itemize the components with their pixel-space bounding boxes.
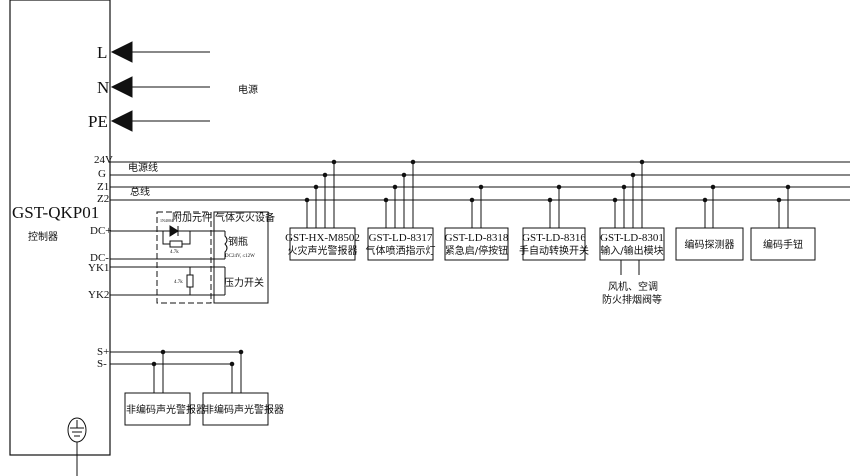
device-box bbox=[289, 227, 356, 261]
junction-dot bbox=[410, 159, 416, 165]
terminal-z2: Z2 bbox=[97, 193, 109, 205]
junction-dot bbox=[785, 184, 791, 190]
terminal-g: G bbox=[98, 168, 106, 180]
bus-device: 编码手钮 bbox=[750, 184, 816, 261]
device-model: GST-LD-8301 bbox=[600, 232, 664, 244]
junction-dot bbox=[547, 197, 553, 203]
module-output-line1: 风机、空调 bbox=[608, 280, 658, 293]
resistor-icon bbox=[186, 274, 194, 288]
resistor2-label: 4.7k bbox=[174, 280, 183, 285]
junction-dot bbox=[322, 172, 328, 178]
terminal-L: L bbox=[97, 43, 107, 62]
valve-label: 钢瓶 bbox=[228, 235, 248, 248]
junction-dot bbox=[478, 184, 484, 190]
device-model: GST-LD-8316 bbox=[522, 232, 586, 244]
device-name: 输入/输出模块 bbox=[600, 244, 663, 257]
terminal-dc-minus: DC- bbox=[90, 252, 109, 264]
ground-icon bbox=[67, 417, 87, 476]
sounder-section: S+ S- 非编码声光警报器 非编码声光警报器 bbox=[97, 346, 284, 426]
terminal-yk1: YK1 bbox=[88, 262, 109, 274]
sounder-name: 非编码声光警报器 bbox=[204, 403, 284, 416]
device-name: 编码探测器 bbox=[685, 238, 735, 251]
junction-dot bbox=[702, 197, 708, 203]
power-line-label: 电源线 bbox=[128, 161, 158, 174]
arrow-icon bbox=[110, 41, 210, 132]
junction-dot bbox=[556, 184, 562, 190]
junction-dot bbox=[392, 184, 398, 190]
terminal-z1: Z1 bbox=[97, 181, 109, 193]
terminal-yk2: YK2 bbox=[88, 289, 109, 301]
terminal-PE: PE bbox=[88, 112, 108, 131]
junction-dot bbox=[383, 197, 389, 203]
extinguisher-section: DC+ DC- YK1 YK2 附加元件 气体灭火设备 1N4004 4.7k … bbox=[88, 211, 275, 304]
device-box bbox=[444, 227, 509, 261]
equipment-box bbox=[213, 211, 269, 304]
diode-icon bbox=[169, 225, 179, 237]
sounder-box bbox=[124, 392, 191, 426]
valve-coil-icon bbox=[224, 231, 228, 259]
controller-model: GST-QKP01 bbox=[12, 203, 99, 222]
junction-dot bbox=[710, 184, 716, 190]
terminal-s-minus: S- bbox=[97, 358, 107, 370]
bus-devices: GST-HX-M8502火灾声光警报器GST-LD-8317气体喷洒指示灯GST… bbox=[285, 159, 816, 261]
terminal-s-plus: S+ bbox=[97, 346, 109, 358]
controller-box bbox=[9, 0, 111, 456]
power-label: 电源 bbox=[238, 83, 258, 96]
device-name: 火灾声光警报器 bbox=[288, 244, 358, 257]
equipment-title: 气体灭火设备 bbox=[215, 211, 275, 224]
device-box bbox=[367, 227, 434, 261]
terminal-24v: 24V bbox=[94, 154, 113, 166]
power-inputs: L N PE 电源 bbox=[88, 41, 258, 132]
junction-dot bbox=[401, 172, 407, 178]
sounder-name: 非编码声光警报器 bbox=[126, 403, 206, 416]
device-name: 紧急启/停按钮 bbox=[445, 244, 508, 257]
valve-spec: DC24V, ≤12W bbox=[225, 254, 255, 259]
controller-name: 控制器 bbox=[28, 230, 58, 243]
resistor-icon bbox=[169, 240, 183, 248]
module-output-line2: 防火排烟阀等 bbox=[602, 293, 662, 306]
terminal-dc-plus: DC+ bbox=[90, 225, 111, 237]
junction-dot bbox=[621, 184, 627, 190]
junction-dot bbox=[630, 172, 636, 178]
junction-dot bbox=[639, 159, 645, 165]
addon-box bbox=[156, 211, 212, 304]
junction-dot bbox=[776, 197, 782, 203]
junction-dot bbox=[331, 159, 337, 165]
device-box bbox=[522, 227, 586, 261]
bus-lines: 24V G Z1 Z2 电源线 总线 bbox=[94, 154, 850, 205]
resistor1-label: 4.7k bbox=[170, 250, 179, 255]
device-box bbox=[750, 227, 816, 261]
diode-label: 1N4004 bbox=[160, 218, 173, 223]
device-name: 气体喷洒指示灯 bbox=[366, 244, 436, 257]
junction-dot bbox=[612, 197, 618, 203]
device-name: 编码手钮 bbox=[763, 238, 803, 251]
device-model: GST-HX-M8502 bbox=[285, 232, 360, 244]
device-name: 手自动转换开关 bbox=[519, 244, 589, 257]
junction-dot bbox=[304, 197, 310, 203]
device-box bbox=[599, 227, 665, 261]
addon-title: 附加元件 bbox=[172, 211, 212, 224]
terminal-N: N bbox=[97, 78, 109, 97]
junction-dot bbox=[469, 197, 475, 203]
device-model: GST-LD-8318 bbox=[445, 232, 509, 244]
bus-device: 编码探测器 bbox=[675, 184, 744, 261]
device-box bbox=[675, 227, 744, 261]
bus-line-label: 总线 bbox=[130, 185, 150, 198]
sounder-box bbox=[202, 392, 269, 426]
pressure-switch-label: 压力开关 bbox=[224, 276, 264, 289]
junction-dot bbox=[313, 184, 319, 190]
device-model: GST-LD-8317 bbox=[369, 232, 433, 244]
